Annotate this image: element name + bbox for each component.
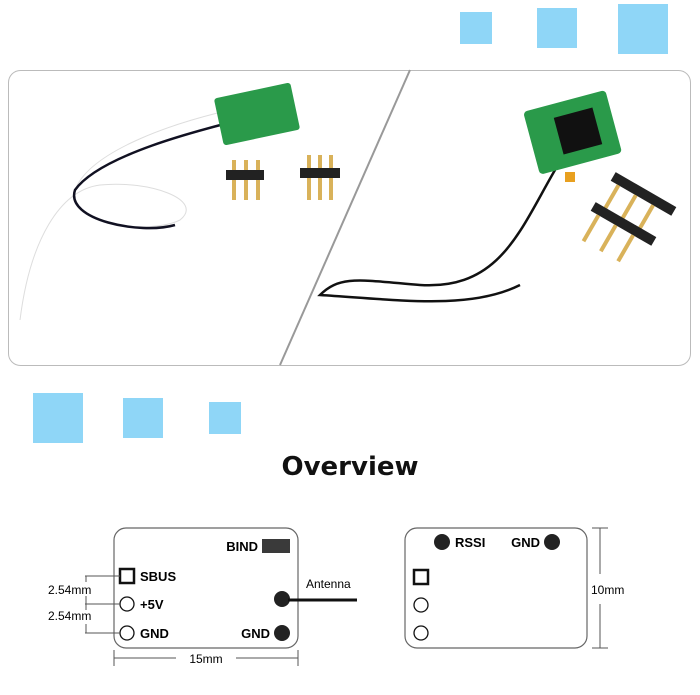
pin-circle-icon	[119, 625, 135, 641]
pin-circle-icon	[119, 596, 135, 612]
pin-circle-icon	[413, 625, 429, 641]
decor-square	[123, 398, 163, 438]
decor-square	[460, 12, 492, 44]
pin-square-icon	[118, 567, 136, 585]
antenna-pad	[274, 591, 290, 607]
receiver-photo-front	[18, 82, 340, 321]
gnd-label: GND	[511, 535, 540, 550]
diagram-front: BIND SBUS +5V GND GND Antenna 2.54mm 2.5…	[48, 527, 357, 666]
pitch-label: 2.54mm	[48, 609, 91, 623]
decor-square	[537, 8, 577, 48]
product-photo-panel	[8, 69, 691, 366]
pin-label-gnd: GND	[140, 626, 169, 641]
pin-square-icon	[412, 568, 430, 586]
pinout-diagrams: BIND SBUS +5V GND GND Antenna 2.54mm 2.5…	[48, 527, 624, 666]
decor-square	[33, 393, 83, 443]
width-label: 15mm	[189, 652, 222, 666]
overview-title: Overview	[281, 452, 419, 482]
bind-label: BIND	[226, 539, 258, 554]
gnd-label: GND	[241, 626, 270, 641]
pin-label-sbus: SBUS	[140, 569, 176, 584]
bind-pad	[262, 539, 290, 553]
rssi-label: RSSI	[455, 535, 485, 550]
receiver-photo-back	[317, 90, 677, 303]
decor-square	[618, 4, 668, 54]
diagram-back: RSSI GND 10mm	[404, 527, 624, 649]
rssi-pad	[434, 534, 450, 550]
decor-square	[209, 402, 241, 434]
gnd-pad	[274, 625, 290, 641]
pin-label-5v: +5V	[140, 597, 164, 612]
pin-circle-icon	[413, 597, 429, 613]
height-label: 10mm	[591, 583, 624, 597]
antenna-label: Antenna	[306, 577, 351, 591]
pitch-label: 2.54mm	[48, 583, 91, 597]
gnd-pad	[544, 534, 560, 550]
